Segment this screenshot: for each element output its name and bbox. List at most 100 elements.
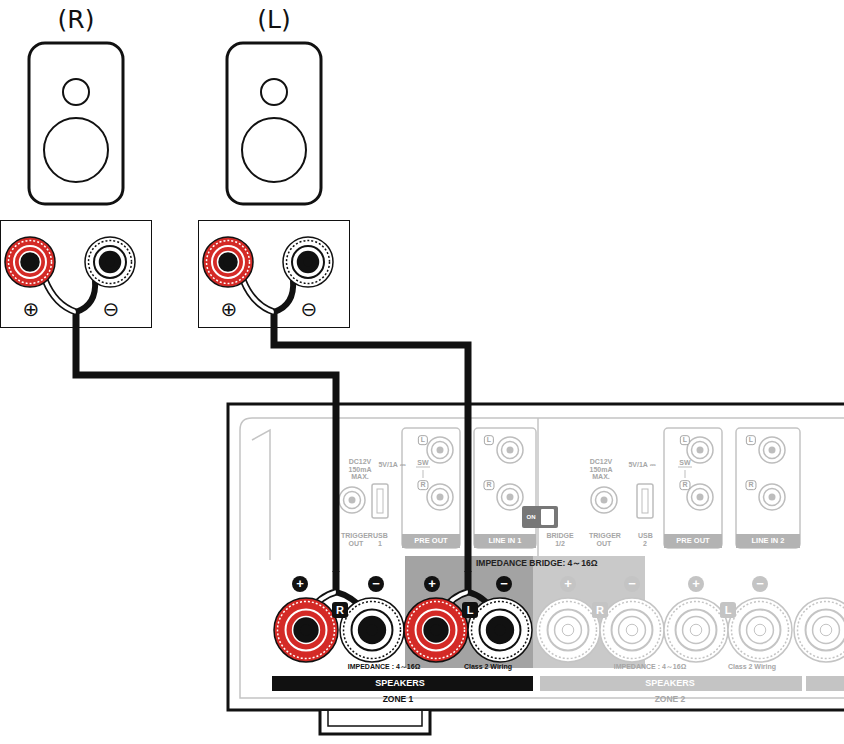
panel-label: L bbox=[418, 435, 428, 445]
rca-jack bbox=[427, 484, 453, 510]
terminal-part bbox=[432, 442, 449, 459]
speaker-cabinet bbox=[29, 43, 123, 204]
label-band bbox=[402, 534, 460, 548]
terminal-part bbox=[728, 598, 792, 662]
node-text: (L) bbox=[257, 6, 290, 34]
panel-label: 5V/1A ⎓ bbox=[378, 461, 405, 469]
terminal-part bbox=[298, 252, 319, 273]
tweeter bbox=[63, 79, 89, 105]
terminal-part bbox=[89, 241, 132, 284]
terminal-part bbox=[300, 624, 312, 636]
panel-label: SW bbox=[417, 459, 428, 467]
terminal-part bbox=[487, 617, 514, 644]
terminal-part bbox=[352, 610, 393, 651]
panel-label: Class 2 Wiring bbox=[728, 663, 776, 671]
amp-terminal-group: +L− bbox=[405, 572, 533, 662]
terminals bbox=[5, 237, 844, 662]
terminal-part bbox=[26, 258, 35, 267]
terminal-part bbox=[224, 258, 233, 267]
rca-jack bbox=[339, 487, 365, 513]
white-terminal bbox=[85, 237, 135, 287]
terminal-part bbox=[555, 617, 582, 644]
white-terminal bbox=[340, 598, 404, 662]
terminal-part bbox=[278, 602, 335, 659]
rca-jack bbox=[427, 437, 453, 463]
terminal-part bbox=[798, 602, 844, 659]
terminal-part bbox=[769, 447, 776, 454]
panel-label: − bbox=[752, 576, 768, 592]
terminal-part bbox=[20, 252, 41, 273]
terminal-part bbox=[339, 487, 365, 513]
node-text: ⊖ bbox=[103, 298, 120, 320]
terminal-part bbox=[423, 617, 450, 644]
node-text: + bbox=[292, 576, 308, 592]
sw-line bbox=[416, 467, 430, 478]
terminal-part bbox=[612, 610, 653, 651]
panel-label: USB 2 bbox=[638, 532, 652, 547]
terminal-part bbox=[600, 598, 664, 662]
terminal-part bbox=[540, 602, 597, 659]
terminal-part bbox=[9, 241, 52, 284]
speaker-terminal-plate: ⊕⊖ bbox=[198, 220, 350, 328]
red-terminal bbox=[404, 598, 468, 662]
terminal-part bbox=[548, 610, 589, 651]
terminal-part bbox=[683, 617, 710, 644]
speaker-cable bbox=[76, 328, 336, 572]
wire bbox=[243, 280, 274, 312]
panel-label: L bbox=[720, 602, 736, 618]
bridge-switch-slider bbox=[541, 509, 554, 525]
terminal-part bbox=[697, 494, 704, 501]
terminal-part bbox=[759, 437, 785, 463]
panel-label: R bbox=[483, 480, 494, 490]
terminal-part bbox=[676, 610, 717, 651]
gray-terminal bbox=[536, 598, 600, 662]
panel-label: TRIGGER OUT bbox=[589, 532, 619, 547]
speaker: (R) bbox=[28, 2, 124, 205]
panel-label: + bbox=[688, 576, 704, 592]
terminal-part bbox=[437, 494, 444, 501]
terminal-part bbox=[687, 484, 713, 510]
panel-label: ZONE 1 bbox=[383, 695, 414, 704]
terminal-part bbox=[218, 252, 239, 273]
amplifier-foot bbox=[328, 711, 422, 726]
wire bbox=[45, 280, 76, 312]
panel-label: L bbox=[746, 435, 756, 445]
terminal-part bbox=[472, 602, 529, 659]
node-text: ⊕ bbox=[221, 298, 238, 320]
panel-label: R bbox=[679, 480, 690, 490]
rca-jack bbox=[591, 487, 617, 513]
terminal-part bbox=[596, 492, 613, 509]
panel-label: + bbox=[560, 576, 576, 592]
node-text: − bbox=[368, 576, 384, 592]
terminal-part bbox=[366, 624, 378, 636]
line-in-frame bbox=[474, 428, 536, 548]
terminal-part bbox=[820, 624, 832, 636]
terminal-part bbox=[794, 598, 844, 662]
terminal-part bbox=[507, 494, 514, 501]
panel-label: 5V/1A ⎓ bbox=[628, 461, 655, 469]
label-band bbox=[664, 534, 722, 548]
node-text: R bbox=[332, 602, 348, 618]
terminal-part bbox=[106, 258, 115, 267]
gray-terminal bbox=[664, 598, 728, 662]
line-in-frame bbox=[736, 428, 800, 548]
usb-port bbox=[637, 484, 653, 518]
panel-label: L bbox=[680, 435, 690, 445]
terminal-part bbox=[759, 484, 785, 510]
terminal-part bbox=[697, 447, 704, 454]
panel-label: SW bbox=[679, 459, 690, 467]
terminal-part bbox=[502, 442, 519, 459]
usb-port bbox=[372, 484, 388, 518]
terminal-part bbox=[207, 241, 250, 284]
terminal-part bbox=[349, 497, 356, 504]
rca-jack bbox=[759, 484, 785, 510]
terminal-part bbox=[404, 598, 468, 662]
housing-detail bbox=[252, 430, 270, 560]
zone-divider bbox=[537, 418, 539, 556]
wire bbox=[274, 280, 293, 312]
terminal-part bbox=[94, 246, 126, 278]
terminal-part bbox=[507, 447, 514, 454]
rca-jack bbox=[497, 437, 523, 463]
terminal-part bbox=[430, 624, 442, 636]
